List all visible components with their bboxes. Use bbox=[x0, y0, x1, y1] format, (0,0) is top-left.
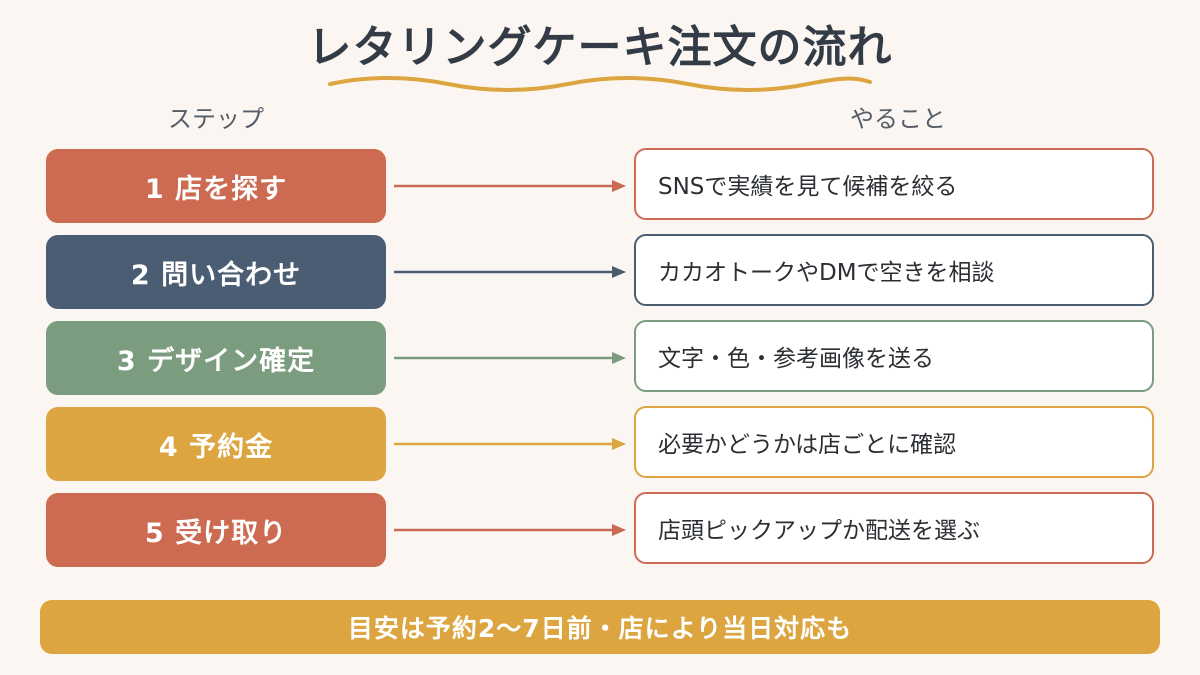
arrow-4 bbox=[394, 438, 626, 450]
step-box-5: 5 受け取り bbox=[46, 493, 386, 567]
step-box-2: 2 問い合わせ bbox=[46, 235, 386, 309]
todo-box-1: SNSで実績を見て候補を絞る bbox=[634, 148, 1154, 220]
column-header-todo: やること bbox=[850, 105, 946, 133]
todo-text-3: 文字・色・参考画像を送る bbox=[658, 346, 934, 372]
step-box-3: 3 デザイン確定 bbox=[46, 321, 386, 395]
step-label-4: 4 予約金 bbox=[158, 431, 274, 463]
arrow-1 bbox=[394, 180, 626, 192]
todo-text-4: 必要かどうかは店ごとに確認 bbox=[658, 432, 957, 458]
todo-box-4: 必要かどうかは店ごとに確認 bbox=[634, 406, 1154, 478]
step-label-5: 5 受け取り bbox=[144, 517, 288, 549]
arrow-2 bbox=[394, 266, 626, 278]
step-label-2: 2 問い合わせ bbox=[130, 259, 302, 291]
column-header-steps: ステップ bbox=[168, 105, 264, 133]
step-box-4: 4 予約金 bbox=[46, 407, 386, 481]
arrow-5 bbox=[394, 524, 626, 536]
todo-text-2: カカオトークやDMで空きを相談 bbox=[658, 260, 995, 286]
todo-text-5: 店頭ピックアップか配送を選ぶ bbox=[658, 518, 980, 544]
todo-box-2: カカオトークやDMで空きを相談 bbox=[634, 234, 1154, 306]
footer-text: 目安は予約2〜7日前・店により当日対応も bbox=[347, 614, 853, 643]
todo-box-3: 文字・色・参考画像を送る bbox=[634, 320, 1154, 392]
page-title: レタリングケーキ注文の流れ bbox=[307, 22, 893, 73]
todo-box-5: 店頭ピックアップか配送を選ぶ bbox=[634, 492, 1154, 564]
step-box-1: 1 店を探す bbox=[46, 149, 386, 223]
arrow-3 bbox=[394, 352, 626, 364]
step-label-3: 3 デザイン確定 bbox=[116, 345, 316, 377]
todo-text-1: SNSで実績を見て候補を絞る bbox=[658, 174, 958, 200]
title-underline-wave bbox=[328, 76, 872, 92]
step-label-1: 1 店を探す bbox=[144, 173, 288, 205]
footer-banner: 目安は予約2〜7日前・店により当日対応も bbox=[40, 600, 1160, 654]
